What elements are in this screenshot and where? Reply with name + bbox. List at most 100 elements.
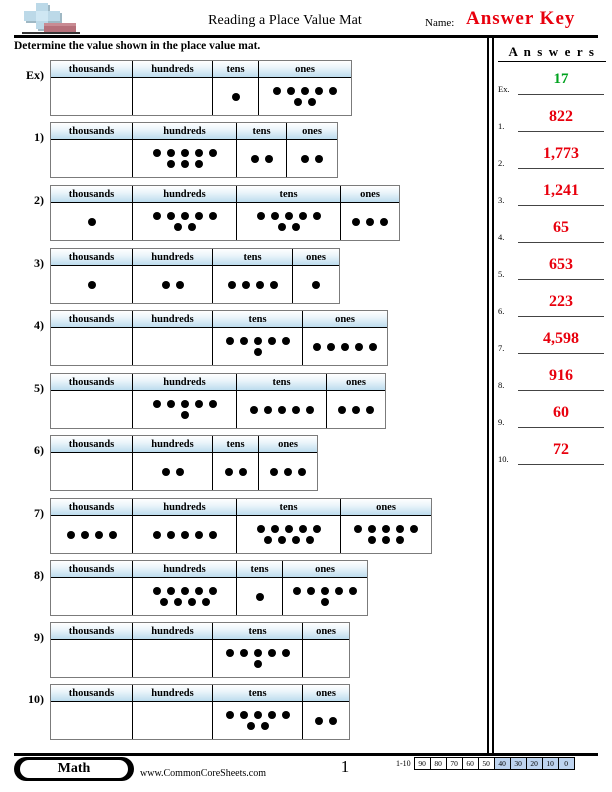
- counter-dot: [180, 149, 189, 158]
- counter-dot-row: [223, 710, 293, 720]
- counter-dot: [291, 535, 300, 544]
- answer-row: 4.65: [498, 214, 606, 251]
- counter-dot: [329, 87, 337, 96]
- counter-dot-row: [318, 597, 332, 607]
- mat-cell-tens[interactable]: [237, 391, 327, 428]
- counter-dot: [152, 400, 161, 409]
- counter-dot: [175, 467, 184, 476]
- counter-dot: [180, 530, 189, 539]
- mat-cell-ones[interactable]: [341, 516, 431, 553]
- mat-cell-tens[interactable]: [237, 203, 341, 240]
- counter-dot-row: [261, 535, 317, 545]
- mat-column-header-thousands: thousands: [51, 623, 133, 640]
- counter-dot: [173, 222, 182, 231]
- mat-cell-ones[interactable]: [287, 140, 337, 177]
- counter-dot: [349, 587, 357, 596]
- answer-number: 8.: [498, 380, 505, 390]
- mat-cell-thousands[interactable]: [51, 640, 133, 677]
- mat-cell-thousands[interactable]: [51, 578, 133, 615]
- mat-cell-thousands[interactable]: [51, 391, 133, 428]
- mat-cell-hundreds[interactable]: [133, 391, 237, 428]
- footer-divider: [14, 753, 598, 756]
- mat-cell-hundreds[interactable]: [133, 140, 237, 177]
- mat-cell-thousands[interactable]: [51, 453, 133, 490]
- counter-dots: [51, 453, 132, 490]
- mat-cell-hundreds[interactable]: [133, 453, 213, 490]
- counter-dot: [270, 212, 279, 221]
- counter-dot-row: [310, 341, 380, 351]
- mat-column-header-hundreds: hundreds: [133, 61, 213, 78]
- mat-cell-ones[interactable]: [259, 453, 317, 490]
- mat-cell-ones[interactable]: [303, 702, 349, 739]
- mat-cell-tens[interactable]: [213, 453, 259, 490]
- counter-dot: [256, 212, 265, 221]
- mat-cell-ones[interactable]: [341, 203, 399, 240]
- mat-cell-thousands[interactable]: [51, 78, 133, 115]
- problem-number: 2): [34, 193, 44, 207]
- counter-dots: [133, 702, 212, 739]
- counter-dot-row: [365, 535, 407, 545]
- counter-dots: [133, 391, 236, 428]
- counter-dot: [187, 222, 196, 231]
- mat-cell-ones[interactable]: [293, 266, 339, 303]
- mat-cell-thousands[interactable]: [51, 203, 133, 240]
- counter-dot: [269, 280, 278, 289]
- mat-column-header-thousands: thousands: [51, 311, 133, 328]
- mat-cell-tens[interactable]: [213, 702, 303, 739]
- mat-column-header-hundreds: hundreds: [133, 186, 237, 203]
- mat-cell-tens[interactable]: [213, 78, 259, 115]
- counter-dot: [194, 587, 203, 596]
- mat-cell-tens[interactable]: [213, 266, 293, 303]
- mat-cell-hundreds[interactable]: [133, 640, 213, 677]
- mat-cell-tens[interactable]: [237, 516, 341, 553]
- counter-dot: [312, 280, 320, 289]
- mat-cell-tens[interactable]: [237, 578, 283, 615]
- mat-cell-hundreds[interactable]: [133, 328, 213, 365]
- counter-dot: [267, 649, 276, 658]
- mat-cell-tens[interactable]: [213, 640, 303, 677]
- mat-cell-hundreds[interactable]: [133, 78, 213, 115]
- counter-dot: [166, 587, 175, 596]
- mat-cell-thousands[interactable]: [51, 328, 133, 365]
- counter-dot-row: [349, 216, 391, 226]
- counter-dots: [213, 328, 302, 365]
- counter-dot: [166, 149, 175, 158]
- mat-cell-ones[interactable]: [259, 78, 351, 115]
- counter-dots: [293, 266, 339, 303]
- counter-dot: [239, 649, 248, 658]
- mat-cell-thousands[interactable]: [51, 140, 133, 177]
- mat-body-row: [51, 702, 349, 739]
- grading-scale-box: 90: [413, 757, 430, 770]
- mat-cell-hundreds[interactable]: [133, 578, 237, 615]
- name-label: Name:: [425, 17, 455, 29]
- problem-number: 4): [34, 318, 44, 332]
- counter-dot-row: [267, 466, 309, 476]
- counter-dots: [51, 203, 132, 240]
- mat-cell-ones[interactable]: [303, 328, 387, 365]
- counter-dots: [133, 640, 212, 677]
- mat-column-header-ones: ones: [327, 374, 385, 391]
- counter-dot: [180, 400, 189, 409]
- mat-cell-tens[interactable]: [213, 328, 303, 365]
- mat-cell-hundreds[interactable]: [133, 266, 213, 303]
- counter-dots: [133, 203, 236, 240]
- mat-cell-ones[interactable]: [303, 640, 349, 677]
- mat-cell-hundreds[interactable]: [133, 702, 213, 739]
- mat-cell-tens[interactable]: [237, 140, 287, 177]
- mat-column-header-hundreds: hundreds: [133, 436, 213, 453]
- mat-cell-thousands[interactable]: [51, 516, 133, 553]
- mat-column-header-hundreds: hundreds: [133, 685, 213, 702]
- mat-cell-ones[interactable]: [327, 391, 385, 428]
- counter-dot-row: [159, 279, 187, 289]
- mat-cell-hundreds[interactable]: [133, 516, 237, 553]
- mat-cell-thousands[interactable]: [51, 702, 133, 739]
- mat-cell-hundreds[interactable]: [133, 203, 237, 240]
- mat-cell-ones[interactable]: [283, 578, 367, 615]
- mat-cell-thousands[interactable]: [51, 266, 133, 303]
- counter-dot: [338, 405, 346, 414]
